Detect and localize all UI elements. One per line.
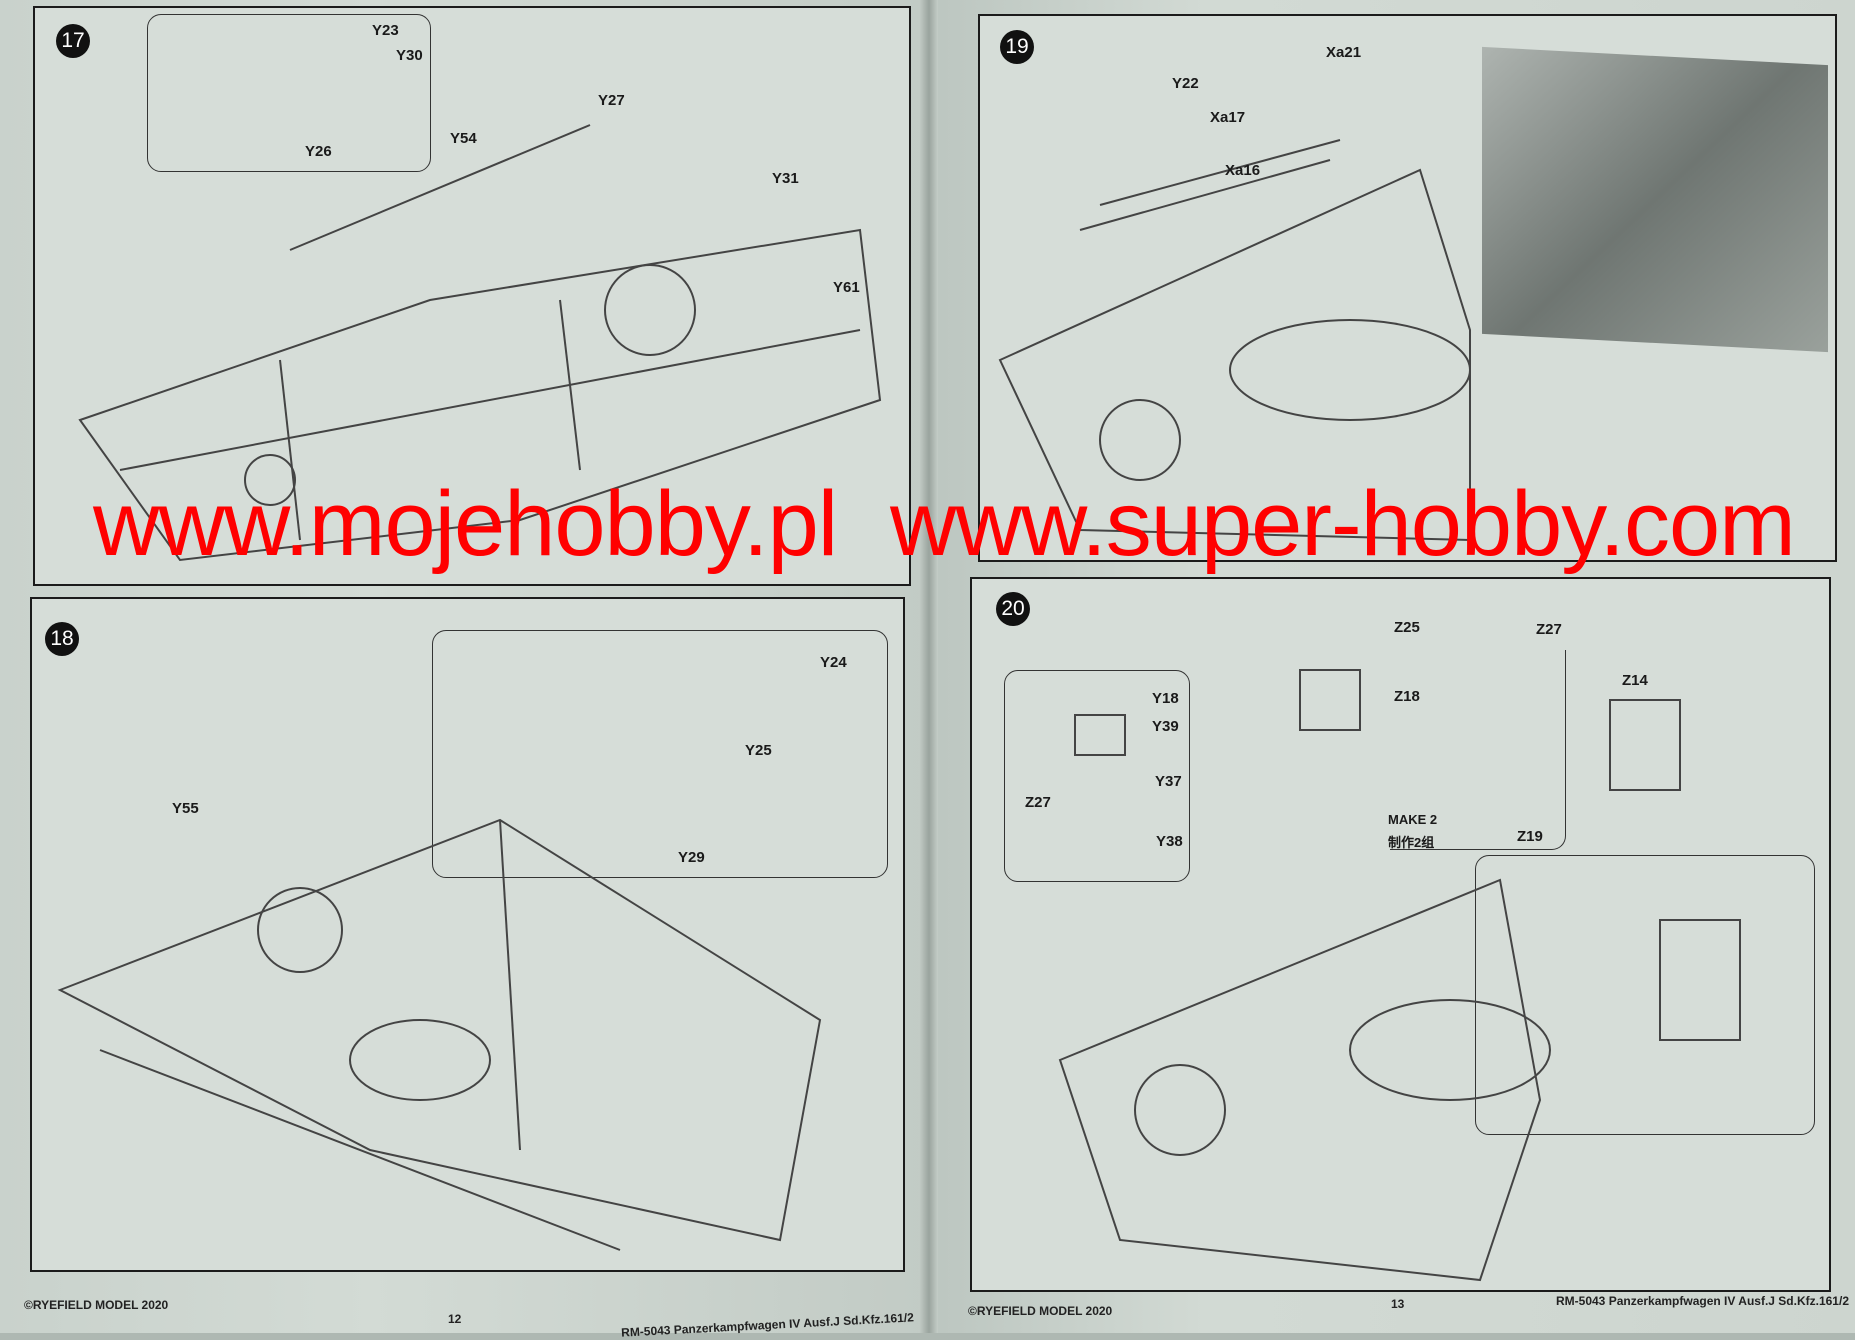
part-label: Y55 bbox=[172, 800, 199, 817]
part-label: Y27 bbox=[598, 92, 625, 109]
watermark-super-hobby: www.super-hobby.com bbox=[890, 473, 1796, 575]
part-label: Y18 bbox=[1152, 690, 1179, 707]
footer-copyright-right: ©RYEFIELD MODEL 2020 bbox=[968, 1304, 1113, 1318]
part-label: Y29 bbox=[678, 849, 705, 866]
step-number-17: 17 bbox=[56, 24, 90, 58]
step-number-20: 20 bbox=[996, 592, 1030, 626]
part-label: Xa21 bbox=[1326, 44, 1362, 61]
book-spine bbox=[920, 0, 938, 1333]
part-label: Y37 bbox=[1155, 773, 1182, 790]
make-two-note: MAKE 2 bbox=[1388, 812, 1438, 827]
part-label: Z25 bbox=[1394, 619, 1420, 636]
part-label: Z18 bbox=[1394, 688, 1420, 705]
make-two-note-chinese: 制作2组 bbox=[1388, 835, 1435, 850]
footer-copyright-left: ©RYEFIELD MODEL 2020 bbox=[24, 1298, 169, 1312]
step-20-rack-inset bbox=[1390, 650, 1566, 850]
part-label: Y24 bbox=[820, 654, 847, 671]
part-label: Y30 bbox=[396, 47, 423, 64]
part-label: Y31 bbox=[772, 170, 799, 187]
part-label: Y54 bbox=[450, 130, 477, 147]
part-label: Xa17 bbox=[1210, 109, 1246, 126]
footer-page-number-right: 13 bbox=[1391, 1297, 1405, 1311]
part-label: Y61 bbox=[833, 279, 860, 296]
step-number-18: 18 bbox=[45, 622, 79, 656]
step-20-assembly-inset bbox=[1475, 855, 1815, 1135]
part-label: Y25 bbox=[745, 742, 772, 759]
step-19-reference-photo bbox=[1482, 46, 1828, 353]
part-label: Y38 bbox=[1156, 833, 1183, 850]
watermark-mojehobby: www.mojehobby.pl bbox=[93, 473, 838, 575]
part-label: Y23 bbox=[372, 22, 399, 39]
footer-page-number-left: 12 bbox=[448, 1312, 462, 1326]
step-17-detail-inset bbox=[147, 14, 431, 172]
part-label: Z14 bbox=[1622, 672, 1648, 689]
part-label: Y39 bbox=[1152, 718, 1179, 735]
step-number-19: 19 bbox=[1000, 30, 1034, 64]
part-label: Y22 bbox=[1172, 75, 1199, 92]
part-label: Z27 bbox=[1025, 794, 1051, 811]
part-label: Xa16 bbox=[1225, 162, 1261, 179]
part-label: Y26 bbox=[305, 143, 332, 160]
part-label: Z27 bbox=[1536, 621, 1562, 638]
footer-title-right: RM-5043 Panzerkampfwagen IV Ausf.J Sd.Kf… bbox=[1556, 1294, 1849, 1308]
part-label: Z19 bbox=[1517, 828, 1543, 845]
